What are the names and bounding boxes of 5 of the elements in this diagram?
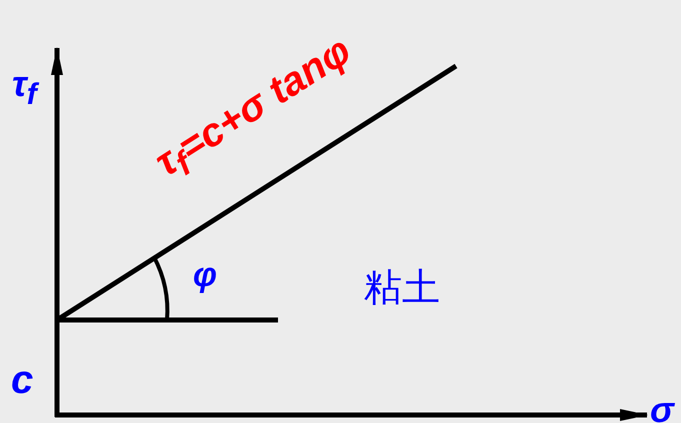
axis-label: τ$_{f}$: [12, 66, 37, 110]
axis-label: c: [11, 360, 34, 400]
material-label: 粘土: [364, 268, 440, 306]
axis-label: σ: [650, 392, 674, 423]
angle-label: φ: [193, 258, 217, 292]
